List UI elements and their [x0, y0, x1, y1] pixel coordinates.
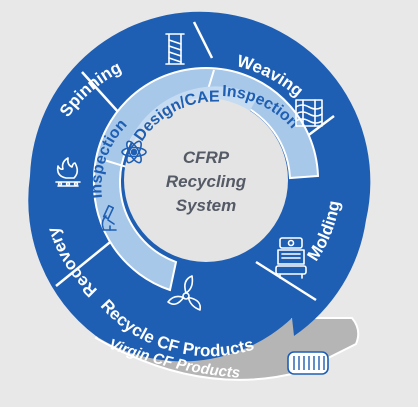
woven-fabric-icon [295, 99, 323, 127]
center-circle [124, 98, 288, 262]
inner-ring [92, 66, 320, 292]
center-title-line2: Recycling [166, 172, 247, 191]
center-title-line1: CFRP [183, 148, 230, 167]
yarn-spool-icon [165, 33, 185, 65]
molding-machine-icon [275, 237, 307, 279]
propeller-icon [167, 275, 202, 311]
center-title-line3: System [176, 196, 236, 215]
fire-icon [55, 157, 81, 187]
microscope-icon [99, 204, 117, 231]
atom-icon [121, 140, 147, 164]
cf-rod-icon [287, 351, 329, 375]
